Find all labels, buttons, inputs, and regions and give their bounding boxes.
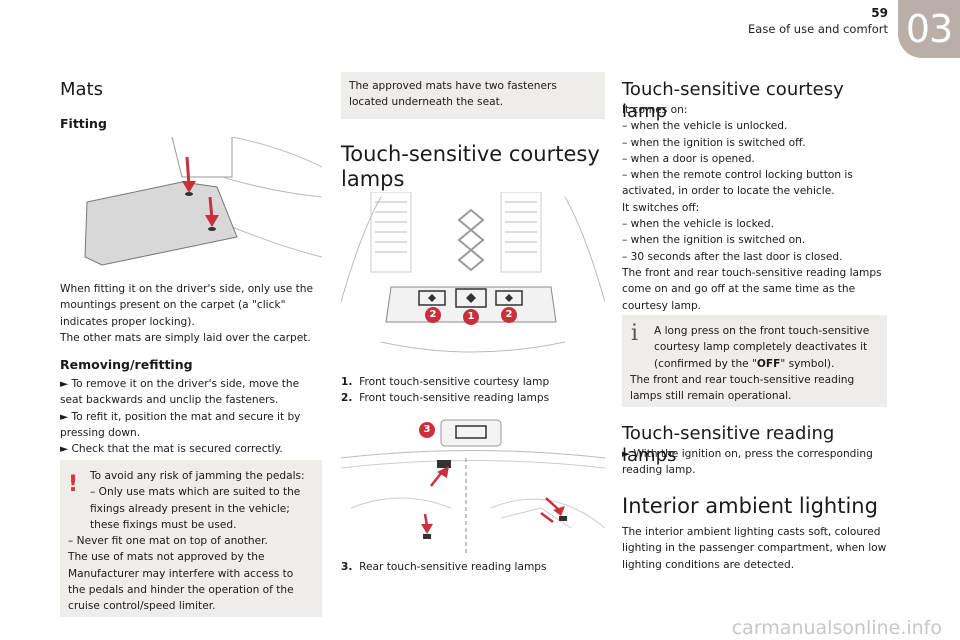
mats-heading: Mats — [60, 79, 103, 100]
legend-num: 3. — [341, 561, 353, 573]
on-item: – when the remote control locking button… — [622, 169, 853, 198]
off-item: – 30 seconds after the last door is clos… — [622, 250, 843, 263]
ambient-lighting-heading: Interior ambient lighting — [622, 494, 878, 518]
info-text-2: The front and rear touch-sensitive readi… — [630, 373, 855, 403]
off-item: – when the ignition is switched on. — [622, 234, 806, 247]
mat-illustration — [82, 137, 322, 267]
info-box: i A long press on the front touch-sensit… — [622, 315, 887, 407]
off-symbol: OFF — [756, 357, 781, 370]
rear-legend: 3. Rear touch-sensitive reading lamps — [341, 559, 605, 575]
step-item: ► Check that the mat is secured correctl… — [60, 443, 283, 456]
on-item: – when the vehicle is unlocked. — [622, 120, 788, 133]
courtesy-lamp-heading: Touch-sensitive courtesy lamp — [622, 79, 844, 122]
ambient-lighting-text: The interior ambient lighting casts soft… — [622, 526, 887, 571]
courtesy-lamp-text: It comes on: – when the vehicle is unloc… — [622, 102, 887, 314]
on-item: – when the ignition is switched off. — [622, 136, 806, 149]
legend-text: Front touch-sensitive reading lamps — [359, 392, 550, 405]
page-number: 59 — [871, 6, 888, 20]
reading-lamps-text: ► With the ignition on, press the corres… — [622, 448, 873, 477]
warning-box: ! To avoid any risk of jamming the pedal… — [60, 460, 322, 617]
rear-lamps-illustration: 3 — [341, 418, 605, 554]
legend-text: Rear touch-sensitive reading lamps — [359, 561, 547, 573]
note-box: The approved mats have two fasteners loc… — [341, 72, 605, 119]
fitting-text: When fitting it on the driver's side, on… — [60, 283, 313, 328]
fitting-heading: Fitting — [60, 116, 107, 131]
info-icon: i — [631, 321, 639, 346]
warning-line: – Never fit one mat on top of another. — [68, 535, 268, 548]
off-item: – when the vehicle is locked. — [622, 218, 774, 231]
lamps-heading: Touch-sensitive courtesy lamps — [341, 142, 600, 191]
info-text: A long press on the front touch-sensitiv… — [654, 325, 870, 370]
front-lamps-illustration: 2 1 2 — [341, 192, 605, 372]
fitting-text-2: The other mats are simply laid over the … — [60, 331, 311, 344]
callout-1: 1 — [467, 311, 475, 322]
warning-icon: ! — [68, 472, 79, 497]
legend-num: 2. — [341, 392, 353, 405]
removing-heading: Removing/refitting — [60, 357, 193, 372]
legend-text: Front touch-sensitive courtesy lamp — [359, 376, 550, 388]
on-item: – when a door is opened. — [622, 152, 755, 165]
removing-steps: ► To remove it on the driver's side, mov… — [60, 376, 322, 457]
front-rear-text: The front and rear touch-sensitive readi… — [622, 266, 882, 312]
watermark: carmanualsonline.info — [731, 617, 942, 639]
callout-2-right: 2 — [505, 309, 513, 320]
warning-line: To avoid any risk of jamming the pedals: — [90, 470, 305, 482]
reading-lamps-heading: Touch-sensitive reading lamps — [622, 423, 835, 466]
front-legend: 1. Front touch-sensitive courtesy lamp 2… — [341, 374, 605, 407]
switches-off-label: It switches off: — [622, 201, 700, 214]
step-item: ► To remove it on the driver's side, mov… — [60, 378, 300, 407]
step-item: ► To refit it, position the mat and secu… — [60, 410, 301, 439]
warning-line: – Only use mats which are suited to the … — [90, 486, 301, 531]
comes-on-label: It comes on: — [622, 104, 688, 116]
warning-line: The use of mats not approved by the Manu… — [68, 551, 294, 613]
legend-num: 1. — [341, 376, 353, 388]
page-header: 59 Ease of use and comfort — [748, 5, 888, 37]
callout-2-left: 2 — [429, 309, 437, 320]
chapter-tab: 03 — [898, 0, 960, 58]
note-text: The approved mats have two fasteners loc… — [349, 80, 557, 109]
callout-3: 3 — [423, 424, 431, 435]
section-title: Ease of use and comfort — [748, 22, 888, 36]
